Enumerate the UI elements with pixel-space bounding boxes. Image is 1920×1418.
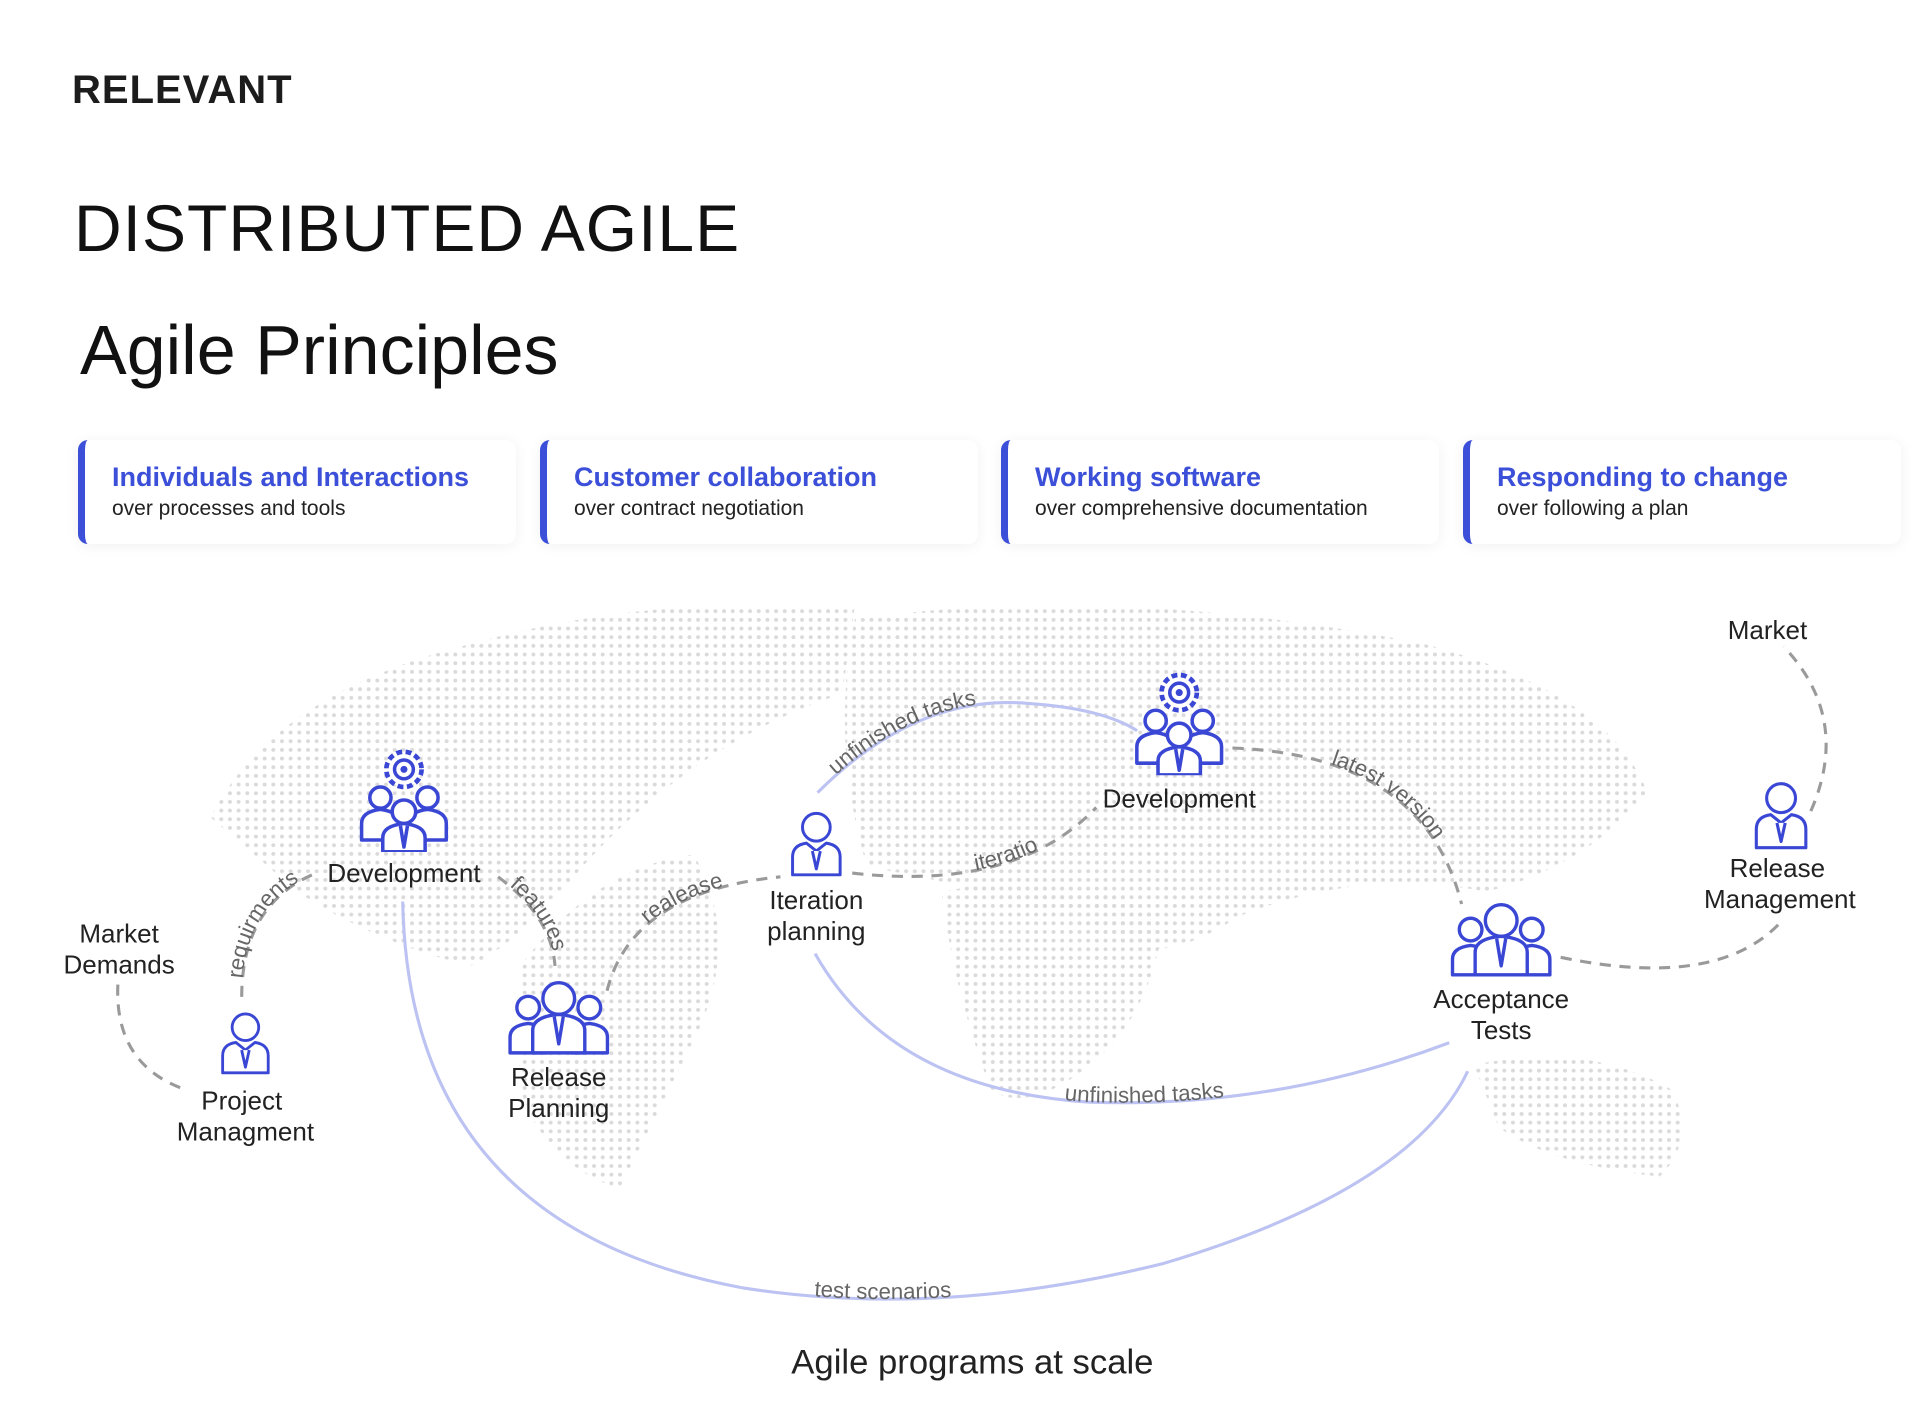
iteration-planner-icon	[790, 811, 842, 877]
principle-card-individuals: Individuals and Interactions over proces…	[78, 440, 516, 544]
release-manager-icon	[1754, 782, 1808, 850]
edge-acceptance-to-release-mgmt	[1560, 917, 1785, 970]
node-development-center: Development	[1103, 783, 1257, 813]
acceptance-team-icon	[1450, 902, 1552, 977]
principle-title: Responding to change	[1497, 462, 1789, 492]
principle-title: Customer collaboration	[574, 462, 878, 492]
edge-label-unfinished-tasks-bottom: unfinished tasks	[1064, 1077, 1225, 1108]
edge-unfinished-tasks-bottom	[813, 952, 1450, 1105]
edge-label-requirments: requirments	[223, 864, 303, 979]
principle-subtitle: over following a plan	[1497, 497, 1689, 520]
principle-card-responding: Responding to change over following a pl…	[1463, 440, 1901, 544]
edge-test-scenarios	[401, 901, 1470, 1301]
principle-title: Individuals and Interactions	[112, 462, 470, 492]
node-acceptance-tests-line1: Acceptance	[1433, 984, 1569, 1014]
edge-latest-version	[1232, 746, 1464, 905]
diagram-caption: Agile programs at scale	[791, 1343, 1153, 1381]
edge-realease	[605, 875, 781, 992]
node-project-management-line2: Managment	[177, 1117, 315, 1147]
node-release-management-line1: Release	[1730, 853, 1825, 883]
node-release-management-line2: Management	[1704, 884, 1857, 914]
node-development-left: Development	[327, 858, 481, 888]
principle-subtitle: over processes and tools	[112, 497, 346, 520]
principle-title: Working software	[1035, 462, 1262, 492]
node-release-planning-line2: Planning	[508, 1093, 609, 1123]
edge-label-test-scenarios: test scenarios	[814, 1276, 952, 1304]
edge-market-demands-to-pm	[116, 984, 187, 1092]
project-manager-icon	[220, 1012, 270, 1075]
world-map-background	[210, 604, 1683, 1189]
edge-release-mgmt-to-market	[1782, 645, 1828, 812]
node-market-demands-line1: Market	[79, 918, 159, 948]
node-iteration-planning-line1: Iteration	[769, 885, 863, 915]
node-acceptance-tests-line2: Tests	[1471, 1015, 1532, 1045]
edge-iteratio	[852, 806, 1098, 878]
page-title: DISTRIBUTED AGILE	[74, 191, 741, 265]
node-market-demands-line2: Demands	[63, 949, 174, 979]
principle-card-customer: Customer collaboration over contract neg…	[540, 440, 978, 544]
edge-unfinished-tasks-top	[816, 701, 1138, 794]
node-project-management-line1: Project	[201, 1086, 283, 1116]
brand-logo: RELEVANT	[72, 68, 293, 112]
principle-card-working-software: Working software over comprehensive docu…	[1001, 440, 1439, 544]
node-market: Market	[1728, 615, 1808, 645]
section-title: Agile Principles	[80, 311, 559, 389]
node-release-planning-line1: Release	[511, 1062, 606, 1092]
edge-requirments	[240, 871, 317, 997]
principle-subtitle: over comprehensive documentation	[1035, 497, 1368, 520]
node-iteration-planning-line2: planning	[767, 916, 865, 946]
principle-subtitle: over contract negotiation	[574, 497, 804, 520]
